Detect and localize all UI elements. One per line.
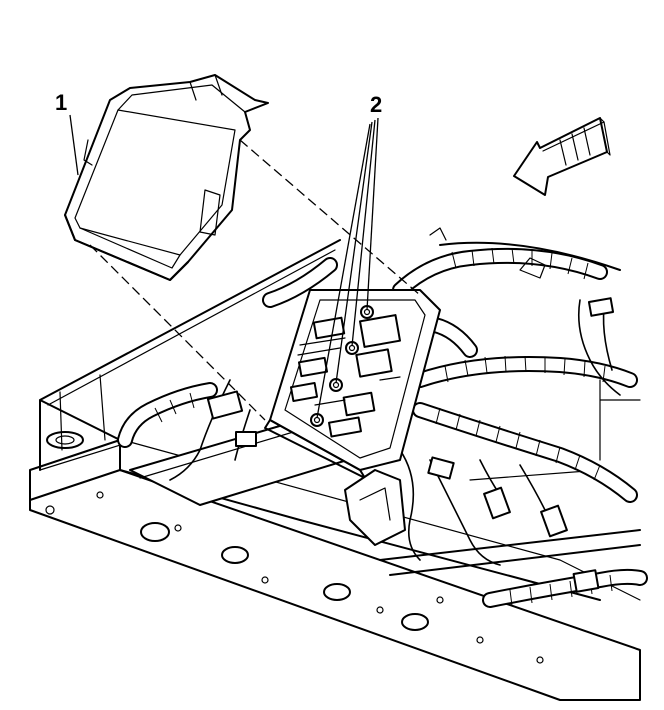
vehicle-frame bbox=[29, 239, 641, 701]
callout-1-label: 1 bbox=[55, 90, 67, 115]
electrical-center bbox=[264, 289, 441, 546]
leader-lines bbox=[69, 114, 421, 421]
wiring-harness bbox=[117, 227, 648, 608]
electrical-center-cover bbox=[64, 74, 269, 281]
forward-direction-arrow-icon bbox=[513, 117, 611, 196]
callout-2-label: 2 bbox=[370, 92, 382, 117]
